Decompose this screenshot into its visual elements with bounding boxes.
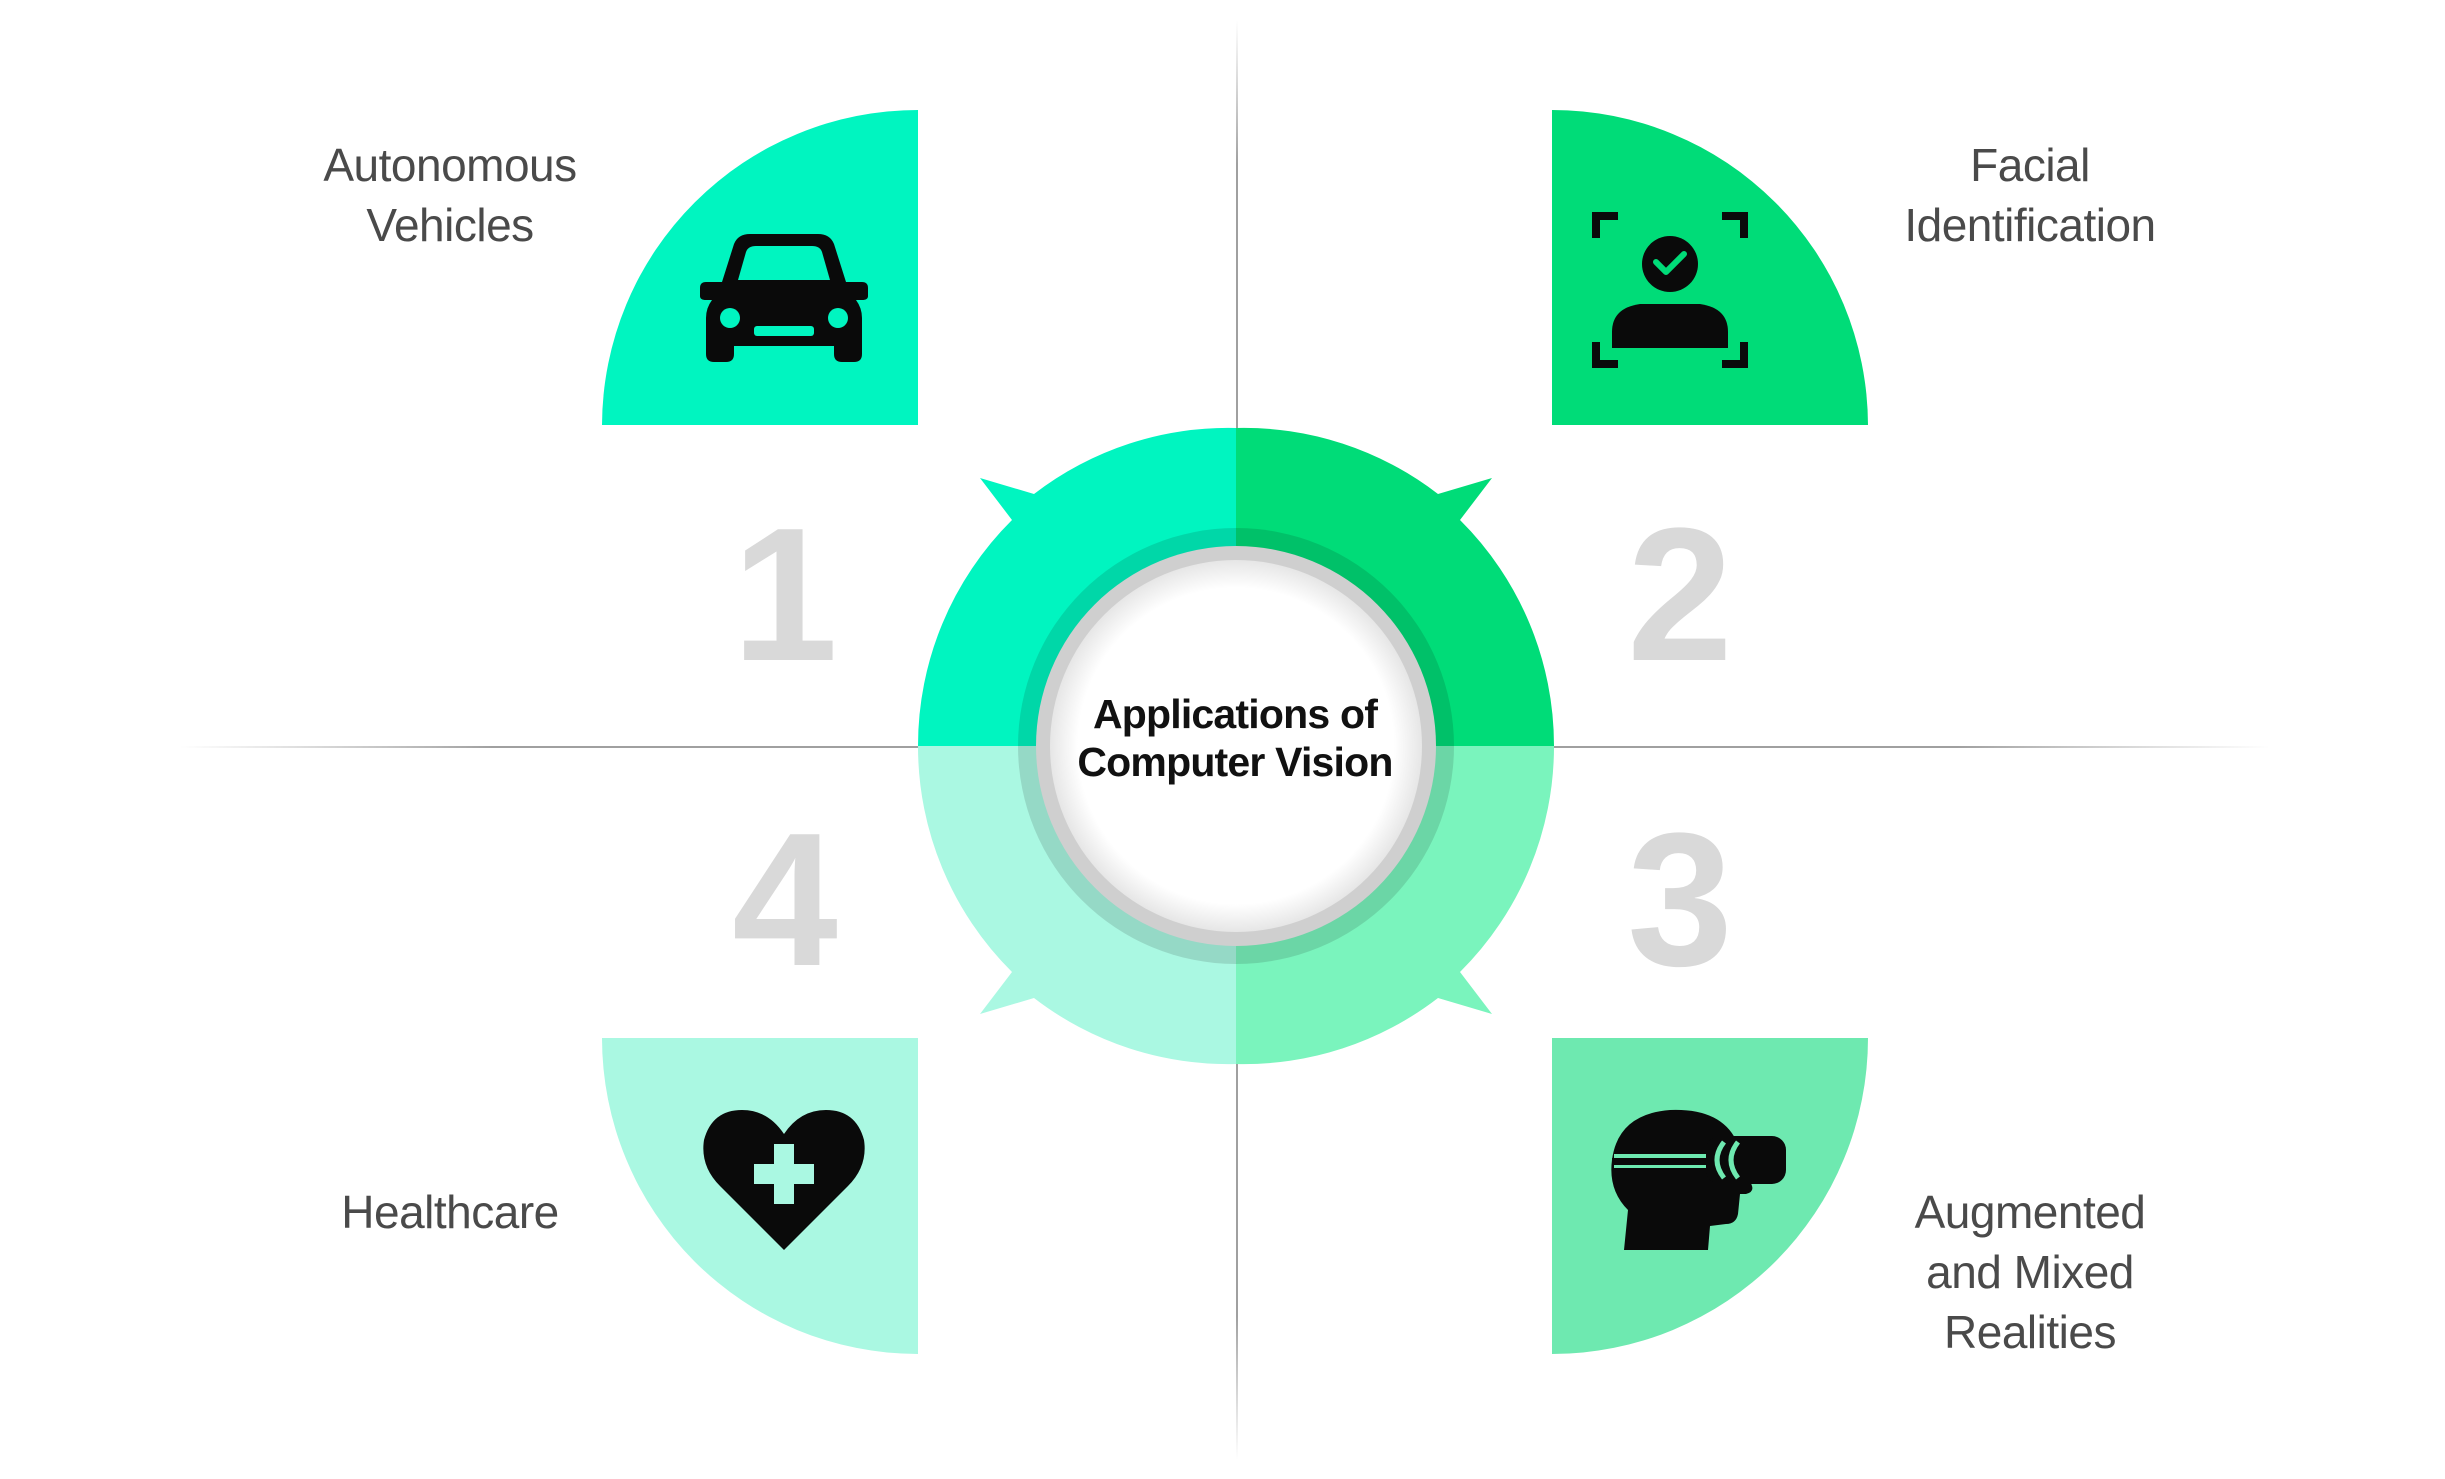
- face-id-icon: [1592, 212, 1748, 368]
- car-icon: [700, 234, 868, 362]
- label-line: Augmented: [1914, 1186, 2146, 1238]
- label-line: Identification: [1904, 199, 2156, 251]
- diagram-title: Applications of Computer Vision: [1035, 690, 1435, 786]
- quadrant-3-number: 3: [1627, 794, 1733, 1006]
- title-line: Computer Vision: [1077, 739, 1393, 785]
- center-ring: [917, 427, 1555, 1065]
- label-line: Healthcare: [341, 1186, 559, 1238]
- vr-headset-icon: [1611, 1109, 1786, 1250]
- quadrant-1-label: Autonomous Vehicles: [240, 135, 660, 255]
- quadrant-4-label: Healthcare: [240, 1182, 660, 1242]
- label-line: Autonomous: [323, 139, 577, 191]
- label-line: and Mixed: [1926, 1246, 2134, 1298]
- label-line: Realities: [1944, 1306, 2116, 1358]
- label-line: Facial: [1970, 139, 2090, 191]
- title-line: Applications of: [1092, 691, 1378, 737]
- quadrant-4-number: 4: [732, 794, 838, 1006]
- quadrant-1-number: 1: [732, 489, 838, 701]
- quadrant-2-number: 2: [1627, 489, 1733, 701]
- quadrant-3-label: Augmented and Mixed Realities: [1820, 1182, 2240, 1362]
- label-line: Vehicles: [366, 199, 534, 251]
- center-disc: [1050, 560, 1422, 932]
- heart-plus-icon: [703, 1110, 865, 1250]
- quadrant-2-label: Facial Identification: [1820, 135, 2240, 255]
